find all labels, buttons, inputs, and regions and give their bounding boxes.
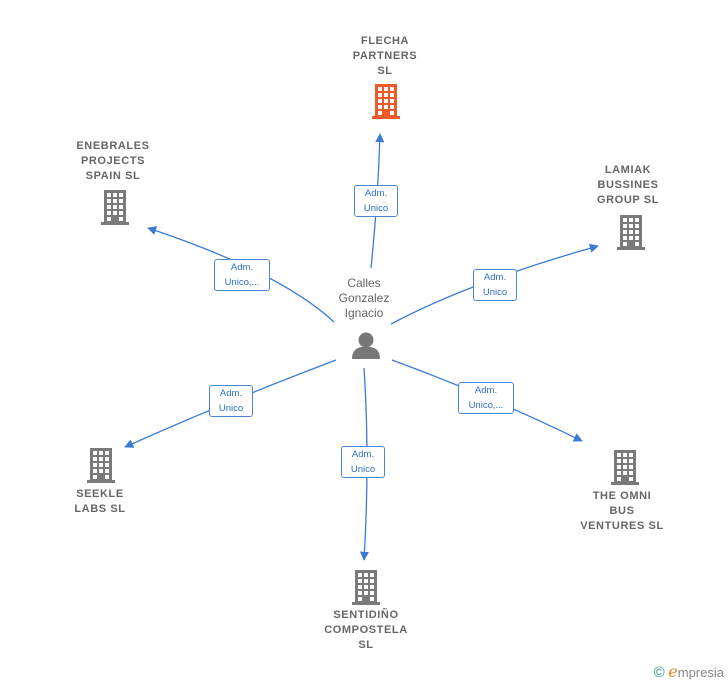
node-label-flecha[interactable]: FLECHA PARTNERS SL [330,34,440,79]
node-label-lamiak[interactable]: LAMIAK BUSSINES GROUP SL [573,163,683,208]
node-line: BUSSINES [597,179,659,191]
node-line: SEEKLE [76,488,124,500]
edge-line: Unico [363,203,389,214]
building-icon[interactable] [352,570,380,605]
building-icon[interactable] [87,448,115,483]
edge-line: Unico,... [468,400,504,411]
node-line: COMPOSTELA [324,624,408,636]
node-line: THE OMNI [592,490,652,502]
building-icon[interactable] [611,450,639,485]
edge-label-enebrales[interactable]: Adm. Unico,... [214,259,270,291]
brand-name: mpresia [677,665,724,680]
edge-line: Unico [482,287,508,298]
node-line: SL [358,639,374,651]
edge-line: Unico,... [224,277,260,288]
edge-line: Adm. [364,188,388,199]
edge-label-sentidino[interactable]: Adm. Unico [341,446,385,478]
node-line: PROJECTS [80,155,146,167]
edge-label-omni[interactable]: Adm. Unico,... [458,382,514,414]
center-line: Gonzalez [338,291,390,305]
person-icon[interactable] [352,332,380,360]
building-icon[interactable] [617,215,645,250]
node-label-omni[interactable]: THE OMNI BUS VENTURES SL [567,489,677,534]
node-line: BUS [609,505,635,517]
node-label-enebrales[interactable]: ENEBRALES PROJECTS SPAIN SL [58,139,168,184]
node-line: LABS SL [74,503,126,515]
edge-label-seekle[interactable]: Adm. Unico [209,385,253,417]
copyright-icon: © [653,664,665,681]
center-person-label[interactable]: Calles Gonzalez Ignacio [323,276,405,321]
node-line: ENEBRALES [76,140,150,152]
building-icon[interactable] [101,190,129,225]
building-icon[interactable] [372,84,400,119]
node-line: VENTURES SL [580,520,664,532]
edge-line: Adm. [351,449,375,460]
node-label-seekle[interactable]: SEEKLE LABS SL [45,487,155,517]
node-line: PARTNERS [352,50,418,62]
center-line: Ignacio [344,306,384,320]
node-line: GROUP SL [596,194,660,206]
brand-logo: © empresia [654,662,724,681]
edge-line: Adm. [474,385,498,396]
node-line: SL [377,65,393,77]
edge-label-lamiak[interactable]: Adm. Unico [473,269,517,301]
edge-line: Adm. [230,262,254,273]
edge-label-flecha[interactable]: Adm. Unico [354,185,398,217]
edge-line: Unico [350,464,376,475]
brand-initial: e [668,662,678,681]
node-line: SENTIDIÑO [333,609,399,621]
edge-line: Adm. [219,388,243,399]
node-label-sentidino[interactable]: SENTIDIÑO COMPOSTELA SL [311,608,421,653]
node-line: LAMIAK [604,164,652,176]
edge-line: Unico [218,403,244,414]
center-line: Calles [347,276,381,290]
edge-line: Adm. [483,272,507,283]
node-line: SPAIN SL [85,170,141,182]
node-line: FLECHA [360,35,410,47]
